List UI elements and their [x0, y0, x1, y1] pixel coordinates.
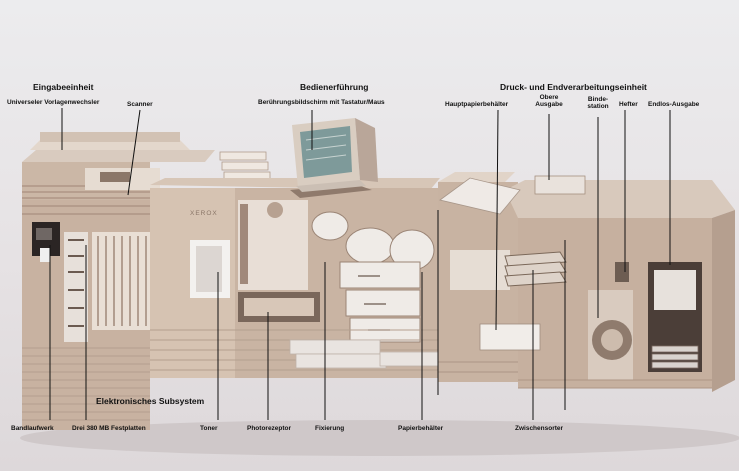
label-fixierung: Fixierung [315, 425, 345, 432]
label-bandlaufwerk: Bandlaufwerk [11, 425, 54, 432]
finishing-unit [438, 172, 735, 392]
label-festplatten: Drei 380 MB Festplatten [72, 425, 146, 432]
floor-shadow [20, 420, 739, 456]
label-obere-ausgabe-line2: Ausgabe [535, 100, 563, 108]
label-toner: Toner [200, 425, 218, 432]
label-subsystem: Elektronisches Subsystem [96, 396, 205, 406]
control-terminal [290, 118, 378, 198]
leader-lines [49, 108, 671, 420]
label-bildschirm: Berührungsbildschirm mit Tastatur/Maus [258, 99, 385, 106]
marking-engine [150, 178, 441, 378]
label-papierbehaelter: Papierbehälter [398, 425, 444, 432]
label-druck-einheit: Druck- und Endverarbeitungseinheit [500, 82, 647, 92]
label-zwischensorter: Zwischensorter [515, 425, 564, 432]
label-hefter: Hefter [619, 101, 638, 108]
label-scanner: Scanner [127, 101, 153, 108]
label-bindestation-line2: station [587, 102, 609, 110]
label-obere-ausgabe-line1: Obere [539, 94, 559, 101]
label-bindestation: Binde- station [582, 96, 614, 110]
label-obere-ausgabe: Obere Ausgabe [532, 94, 566, 108]
xerox-logo: XEROX [190, 210, 218, 217]
label-bedienerfuehrung: Bedienerführung [300, 82, 369, 92]
label-hauptpapier: Hauptpapierbehälter [445, 101, 509, 108]
label-eingabeeinheit: Eingabeeinheit [33, 82, 94, 92]
label-photorezeptor: Photorezeptor [247, 425, 292, 432]
label-vorlagenwechsler: Universeler Vorlagenwechsler [7, 99, 100, 106]
label-endlos-ausgabe: Endlos-Ausgabe [648, 101, 700, 108]
input-unit [22, 132, 271, 430]
label-bindestation-line1: Binde- [587, 96, 609, 103]
